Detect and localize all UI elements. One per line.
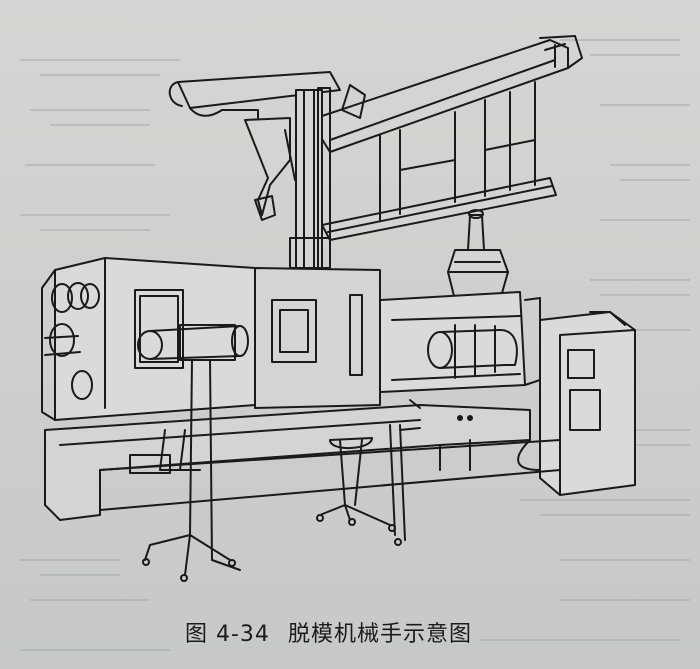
figure-caption: 图 4-34 脱模机械手示意图	[185, 616, 545, 648]
robot-boom	[309, 35, 583, 241]
control-cabinet	[517, 311, 636, 496]
clamping-unit	[41, 257, 381, 421]
injection-unit	[379, 291, 541, 393]
stand-left	[142, 359, 241, 582]
machine-base	[44, 399, 561, 521]
stand-right	[316, 424, 406, 546]
figure-number: 图 4-34	[185, 622, 270, 647]
figure-title: 脱模机械手示意图	[287, 622, 472, 647]
robot-gripper-arm	[168, 71, 366, 221]
hopper	[447, 209, 509, 323]
robot-column	[289, 87, 331, 269]
